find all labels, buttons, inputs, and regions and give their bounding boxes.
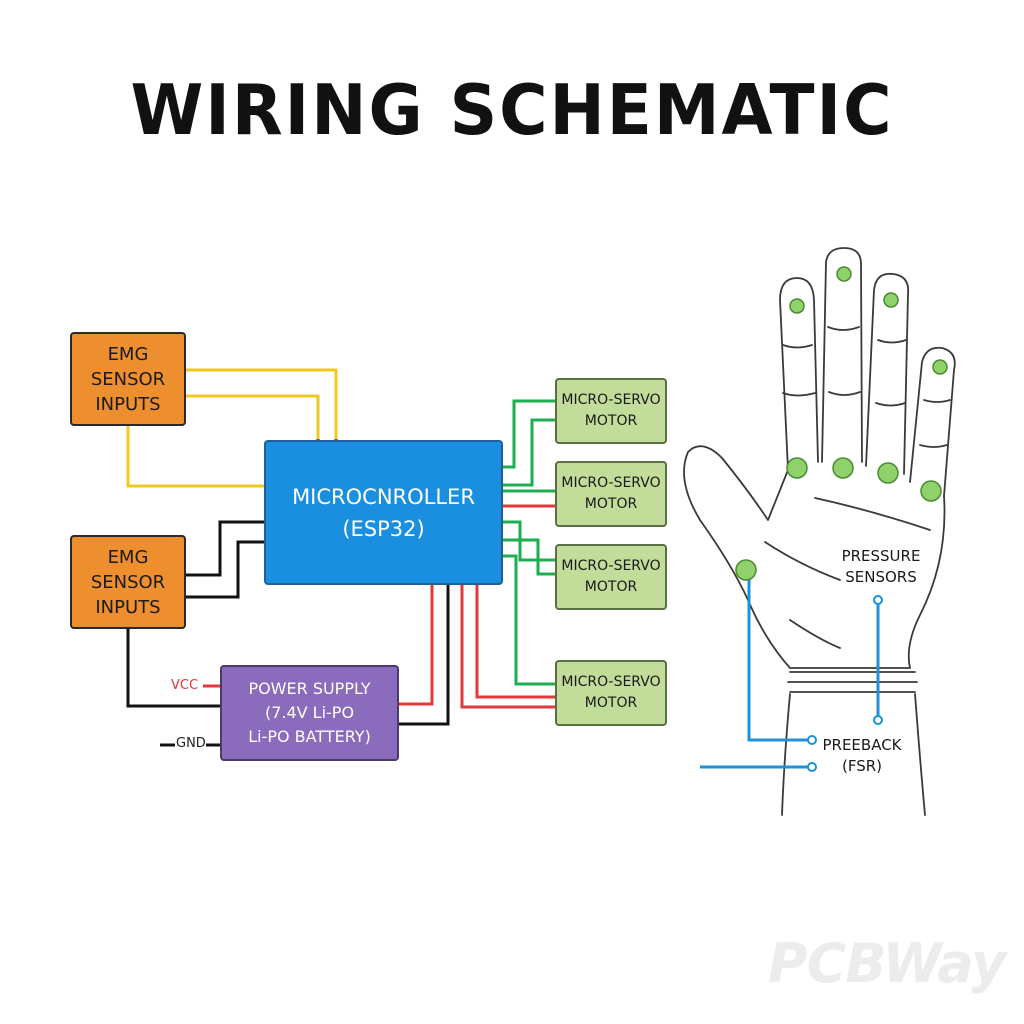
emg-label-line: SENSOR: [90, 368, 166, 390]
wire-emg1-signal-b: [186, 394, 320, 444]
power-supply-box: POWER SUPPLY (7.4V Li-PO Li-PO BATTERY): [220, 665, 399, 761]
servo-box-4: MICRO-SERVO MOTOR: [555, 660, 667, 726]
psu-label-line: (7.4V Li-PO: [264, 703, 355, 722]
page-title: WIRING SCHEMATIC: [130, 70, 894, 151]
pressure-label-line: PRESSURE: [841, 547, 921, 565]
sensor-dot: [883, 292, 899, 308]
wire-psu-power: [396, 578, 434, 706]
mcu-label-line: MICROCNROLLER: [292, 484, 475, 509]
servo-label-line: MICRO-SERVO: [561, 674, 661, 690]
emg-sensor-box-2: EMG SENSOR INPUTS: [70, 535, 186, 629]
sensor-dot: [735, 559, 757, 581]
finger-middle: [821, 247, 863, 463]
finger-joints: [782, 326, 951, 448]
servo-label-line: MICRO-SERVO: [561, 475, 661, 491]
emg-label-line: INPUTS: [95, 393, 161, 415]
hand-sensor-dots: [735, 266, 948, 581]
servo-label-line: MICRO-SERVO: [561, 392, 661, 408]
feedback-label-line: (FSR): [841, 757, 882, 775]
wire-servo1-b: [496, 418, 556, 487]
emg-label-line: EMG: [107, 343, 149, 365]
servo-label-line: MICRO-SERVO: [561, 558, 661, 574]
watermark-logo: PCBWay: [768, 932, 1006, 995]
feedback-label: PREEBACK (FSR): [822, 735, 902, 777]
wire-psu-ground: [396, 578, 450, 726]
servo-label-line: MOTOR: [584, 496, 638, 512]
node: [873, 595, 883, 605]
wire-emg1-signal-c: [126, 426, 273, 488]
emg-label-line: EMG: [107, 546, 149, 568]
node: [807, 762, 817, 772]
servo-label-line: MOTOR: [584, 413, 638, 429]
pressure-sensors-label: PRESSURE SENSORS: [826, 546, 936, 588]
node: [807, 735, 817, 745]
sensor-dot: [832, 457, 854, 479]
wrist-band: [787, 671, 918, 693]
finger-ring: [865, 272, 910, 475]
sensor-dot: [920, 480, 942, 502]
psu-label-line: POWER SUPPLY: [248, 679, 371, 698]
wire-emg2-to-psu: [126, 629, 222, 708]
vcc-label: VCC: [171, 678, 199, 693]
sensor-dot: [836, 266, 852, 282]
feedback-nodes: [807, 595, 883, 772]
servo-box-3: MICRO-SERVO MOTOR: [555, 544, 667, 610]
hand-illustration: [683, 247, 956, 816]
pressure-label-line: SENSORS: [845, 568, 917, 586]
emg-label-line: SENSOR: [90, 571, 166, 593]
emg-sensor-box-1: EMG SENSOR INPUTS: [70, 332, 186, 426]
palm-crease-a: [814, 497, 931, 531]
sensor-dot: [877, 462, 899, 484]
sensor-dot: [932, 359, 948, 375]
servo-label-line: MOTOR: [584, 579, 638, 595]
palm-crease-b: [789, 619, 841, 649]
emg-label-line: INPUTS: [95, 596, 161, 618]
wire-emg1-signal-a: [186, 368, 338, 444]
wire-servo1-a: [496, 399, 556, 469]
servo-label-line: MOTOR: [584, 695, 638, 711]
finger-pinky: [909, 346, 956, 497]
wire-feedback-a: [747, 580, 808, 742]
servo-box-1: MICRO-SERVO MOTOR: [555, 378, 667, 444]
feedback-label-line: PREEBACK: [822, 736, 902, 754]
gnd-label: GND: [176, 736, 206, 751]
node: [873, 715, 883, 725]
finger-index: [779, 277, 819, 471]
palm-outline: [683, 445, 946, 669]
wire-emg2-ground-b: [186, 540, 272, 599]
sensor-dot: [786, 457, 808, 479]
microcontroller-box: MICROCNROLLER (ESP32): [264, 440, 503, 585]
wire-emg2-ground-a: [186, 520, 272, 577]
servo-box-2: MICRO-SERVO MOTOR: [555, 461, 667, 527]
wire-servo4-a: [496, 554, 556, 686]
mcu-label-line: (ESP32): [342, 516, 425, 541]
thumb-crease: [764, 541, 841, 581]
wire-servo3-b: [496, 538, 556, 576]
forearm: [781, 693, 926, 816]
sensor-dot: [789, 298, 805, 314]
wire-mcu-servo-power-a: [460, 578, 556, 709]
wire-mcu-servo-power-b: [475, 578, 556, 699]
psu-label-line: Li-PO BATTERY): [248, 727, 371, 746]
